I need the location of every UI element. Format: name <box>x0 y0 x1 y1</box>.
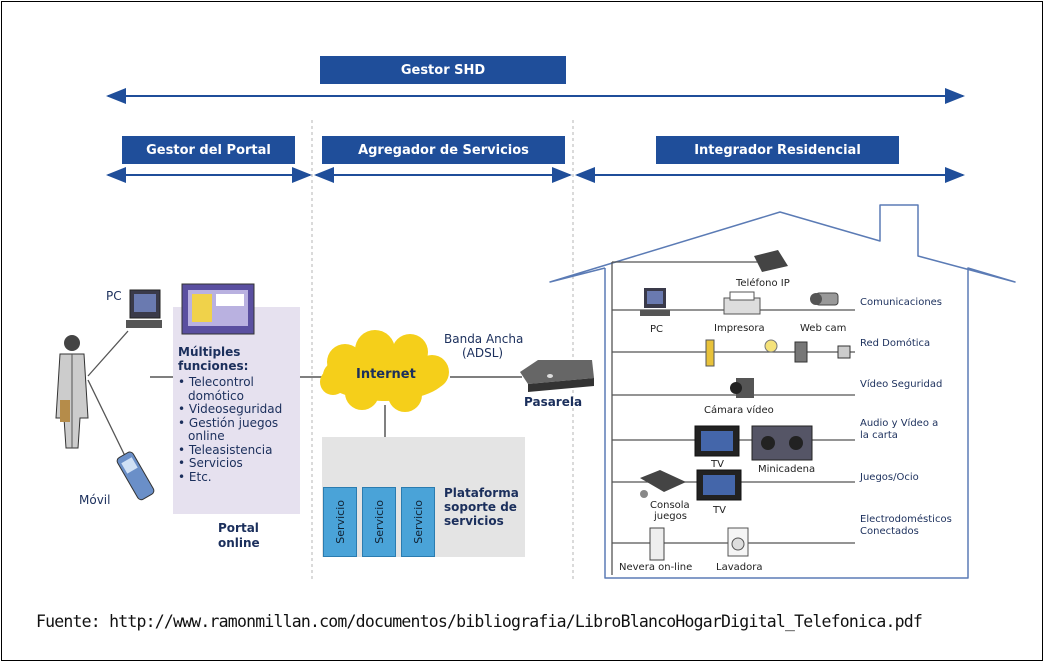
row-conectados: Conectados <box>860 526 919 537</box>
label-pasarela: Pasarela <box>524 395 583 409</box>
row-red-domotica: Red Domótica <box>860 338 931 349</box>
label-camara: Cámara vídeo <box>704 405 774 416</box>
label-movil: Móvil <box>79 493 111 507</box>
servicio-block-1: Servicio <box>323 487 357 557</box>
label-portal: Portal <box>218 521 259 535</box>
house-outline <box>549 204 1016 579</box>
row-audio-video: Audio y Vídeo a <box>860 418 939 429</box>
row-comunicaciones: Comunicaciones <box>860 297 943 308</box>
pasarela-device-shape <box>520 360 594 392</box>
band-gestor-shd: Gestor SHD <box>320 56 566 84</box>
row-video-seguridad: Vídeo Seguridad <box>860 379 943 390</box>
band-gestor-portal: Gestor del Portal <box>122 136 295 164</box>
label-telefono-ip: Teléfono IP <box>736 278 790 289</box>
label-lavadora: Lavadora <box>716 562 763 573</box>
person-figure <box>55 335 89 449</box>
label-tv-1: TV <box>711 459 724 470</box>
internet-cloud <box>320 330 449 412</box>
funcion-item: Videoseguridad <box>178 402 282 417</box>
row-la-carta: la carta <box>860 430 898 441</box>
pc-left-shape <box>126 289 162 328</box>
label-juegos: juegos <box>654 511 687 522</box>
servicio-block-3: Servicio <box>401 487 435 557</box>
servicio-block-2: Servicio <box>362 487 396 557</box>
source-caption: Fuente: http://www.ramonmillan.com/docum… <box>36 612 923 631</box>
row-juegos-ocio: Juegos/Ocio <box>860 472 919 483</box>
label-internet: Internet <box>356 367 416 382</box>
funcion-item: Teleasistencia <box>178 443 282 458</box>
label-adsl: (ADSL) <box>462 346 504 360</box>
label-pc-house: PC <box>650 324 664 335</box>
label-soporte: soporte de <box>444 500 517 514</box>
label-tv-2: TV <box>713 505 726 516</box>
label-plataforma: Plataforma <box>444 486 519 500</box>
label-servicios: servicios <box>444 514 504 528</box>
funcion-item: Etc. <box>178 470 282 485</box>
mobile-shape <box>116 451 155 501</box>
funcion-item: Gestión juegos <box>178 416 282 431</box>
label-multiples: Múltiples <box>178 345 241 359</box>
row-electrodomesticos: Electrodomésticos <box>860 514 952 525</box>
label-banda-ancha: Banda Ancha <box>444 332 524 346</box>
label-consola: Consola <box>650 500 690 511</box>
house-device-icons <box>640 250 851 561</box>
portal-screenshot-shape <box>181 283 255 335</box>
funciones-list: TelecontroldomóticoVideoseguridadGestión… <box>178 375 282 485</box>
funcion-item: Telecontrol <box>178 375 282 390</box>
label-pc-left: PC <box>106 289 122 303</box>
label-online: online <box>218 536 260 550</box>
label-impresora: Impresora <box>714 323 765 334</box>
band-agregador: Agregador de Servicios <box>322 136 565 164</box>
label-webcam: Web cam <box>800 323 847 334</box>
funcion-item: online <box>188 429 225 443</box>
funcion-item: Servicios <box>178 456 282 471</box>
label-funciones: funciones: <box>178 359 249 373</box>
band-integrador: Integrador Residencial <box>656 136 899 164</box>
funcion-item: domótico <box>188 388 244 403</box>
label-nevera: Nevera on-line <box>619 562 693 573</box>
label-minicadena: Minicadena <box>758 464 816 475</box>
